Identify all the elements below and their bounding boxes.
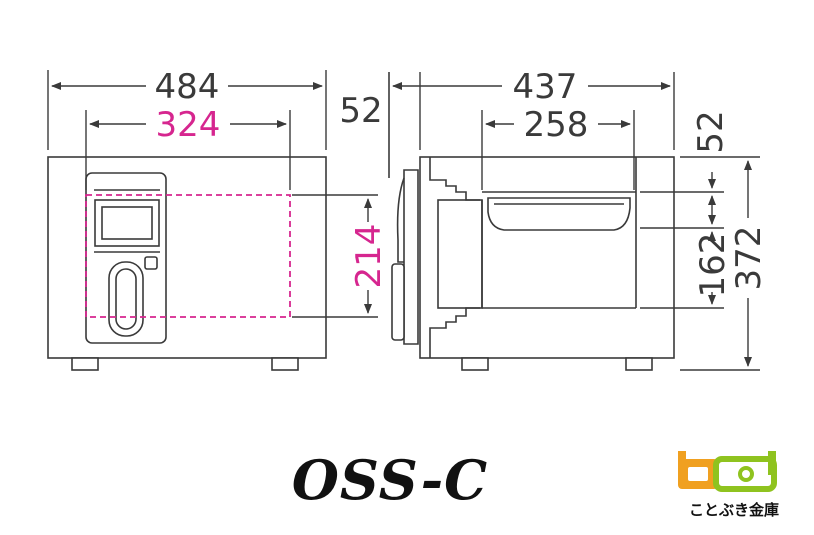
side-handle [391, 263, 405, 341]
label-side-inner-depth: 258 [524, 105, 589, 145]
dim-side-inner-depth [481, 110, 635, 190]
inner-compartment-outline [85, 194, 291, 318]
model-name: OSS-C [291, 448, 489, 512]
label-front-inner-width: 324 [156, 105, 221, 145]
dim-front-inner-width [85, 110, 291, 190]
label-inner-height: 214 [349, 224, 389, 289]
front-view [47, 156, 327, 371]
dim-total-height [680, 156, 760, 371]
brand-mark-icon [678, 451, 777, 492]
front-foot-left [71, 357, 99, 371]
front-foot-right [271, 357, 299, 371]
dim-inner-height [292, 194, 378, 318]
dim-inner-height-side [640, 172, 724, 309]
dim-front-width [47, 70, 327, 150]
inner-tray [487, 197, 631, 231]
dim-side-depth [392, 72, 675, 150]
side-body [419, 156, 675, 359]
brand-name: ことぶき金庫 [688, 501, 779, 519]
side-view [388, 72, 675, 371]
side-door-profile [403, 169, 419, 345]
label-side-depth: 437 [513, 67, 578, 107]
label-top-offset-right: 52 [691, 110, 731, 153]
side-foot-right [625, 357, 653, 371]
label-top-offset-left: 52 [339, 91, 382, 131]
label-inner-height-side: 162 [693, 233, 733, 298]
side-foot-left [461, 357, 489, 371]
door-frame-teeth-bottom [429, 307, 480, 358]
key-cover [144, 256, 158, 270]
door-frame-teeth-top [429, 157, 480, 201]
handle-slot [108, 261, 144, 337]
brand-logo: ことぶき金庫 [664, 443, 804, 523]
label-total-height: 372 [729, 226, 769, 291]
label-front-width: 484 [155, 67, 220, 107]
